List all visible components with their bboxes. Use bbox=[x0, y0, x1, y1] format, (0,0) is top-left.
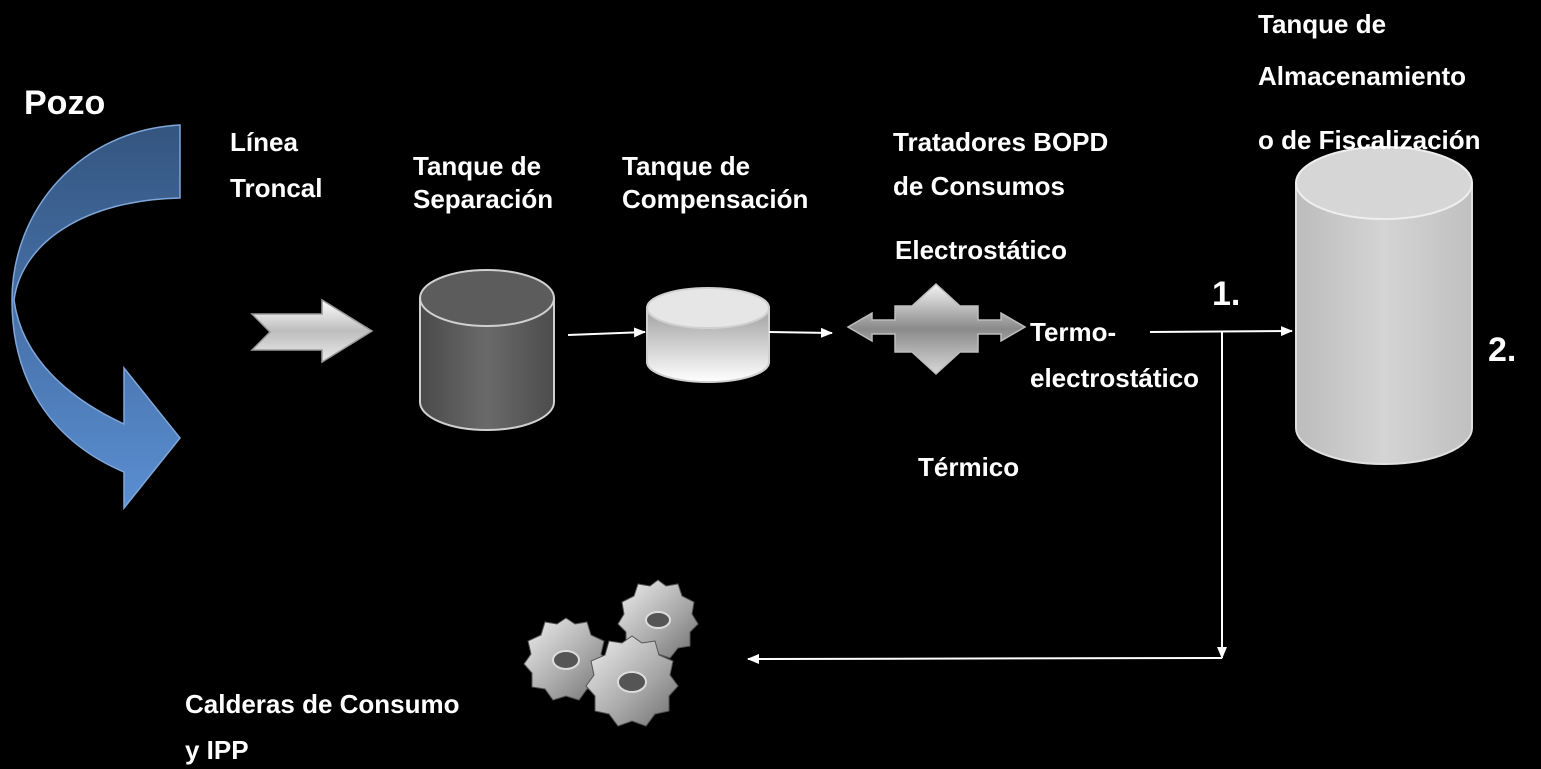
label-tanque-almacenamiento-1: Tanque de bbox=[1258, 9, 1387, 39]
connector-treater-to-storage bbox=[1149, 326, 1293, 337]
connector-sep-to-comp bbox=[567, 327, 646, 338]
connector-to-boilers bbox=[747, 653, 1223, 664]
tank-separacion bbox=[419, 269, 555, 431]
label-termico: Térmico bbox=[918, 452, 1020, 482]
label-tratadores-1: Tratadores BOPD bbox=[893, 127, 1109, 157]
gears-icon bbox=[523, 579, 699, 727]
label-termo-1: Termo- bbox=[1030, 317, 1117, 347]
well-curved-arrow bbox=[11, 124, 181, 511]
label-pozo: Pozo bbox=[24, 84, 106, 122]
label-tanque-almacenamiento-2: Almacenamiento bbox=[1258, 61, 1467, 91]
tank-almacenamiento bbox=[1295, 146, 1473, 465]
label-tanque-almacenamiento-3: o de Fiscalización bbox=[1258, 125, 1481, 155]
label-tanque-separacion-1: Tanque de bbox=[413, 151, 542, 181]
label-tanque-separacion-2: Separación bbox=[413, 184, 554, 214]
connector-comp-to-treater bbox=[768, 327, 833, 338]
label-electrostatico: Electrostático bbox=[895, 235, 1067, 265]
label-tanque-compensacion-2: Compensación bbox=[622, 184, 809, 214]
four-way-arrow-icon bbox=[846, 282, 1027, 376]
label-termo-2: electrostático bbox=[1030, 363, 1200, 393]
label-calderas-1: Calderas de Consumo bbox=[185, 689, 460, 719]
tank-compensacion bbox=[646, 287, 770, 383]
block-right-arrow-icon bbox=[250, 298, 374, 364]
label-step-1: 1. bbox=[1212, 275, 1241, 313]
label-linea-troncal-1: Línea bbox=[230, 127, 298, 157]
label-linea-troncal-2: Troncal bbox=[230, 173, 323, 203]
label-tratadores-2: de Consumos bbox=[893, 171, 1065, 201]
label-step-2: 2. bbox=[1488, 331, 1517, 369]
label-calderas-2: y IPP bbox=[185, 735, 249, 765]
label-tanque-compensacion-1: Tanque de bbox=[622, 151, 751, 181]
